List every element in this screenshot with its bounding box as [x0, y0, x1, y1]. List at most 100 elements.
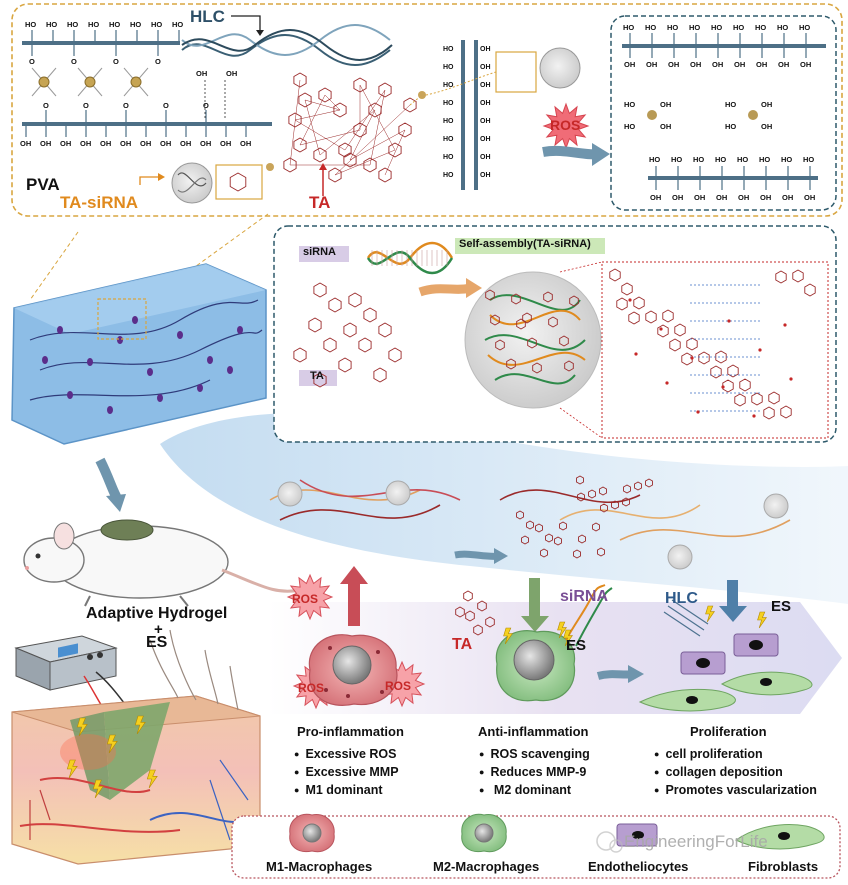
hydroxyl-label: HO: [781, 155, 792, 164]
fiber: [39, 329, 263, 371]
phenol-ring: [645, 310, 657, 324]
phenol-ring: [645, 478, 653, 488]
phenol-ring: [313, 147, 327, 163]
hydroxyl-label: OH: [782, 193, 793, 202]
hydroxyl-label: HO: [725, 122, 736, 131]
phenol-ring: [363, 157, 377, 173]
phenol-ring: [543, 291, 553, 303]
hydroxyl-label: OH: [480, 172, 491, 179]
phenol-ring: [576, 475, 584, 485]
phenol-ring: [768, 391, 780, 405]
oxygen-label: O: [43, 101, 49, 110]
phenol-ring: [674, 323, 686, 337]
hydroxyl-label: OH: [480, 100, 491, 107]
arrow-to-mouse: [95, 457, 123, 503]
hydroxyl-label: OH: [660, 122, 671, 131]
stage-title-anti-inflammation: Anti-inflammation: [478, 724, 589, 739]
phenol-ring: [293, 347, 307, 363]
sirna-helix-pathway: [565, 584, 613, 647]
hydroxyl-label: OH: [160, 139, 171, 148]
phenol-ring: [600, 503, 608, 513]
phenol-ring: [710, 365, 722, 379]
phenol-ring: [388, 142, 402, 158]
particle: [207, 356, 213, 364]
free-crosslinker-1: [647, 110, 657, 120]
phenol-ring: [623, 484, 631, 494]
hydroxyl-label: HO: [693, 155, 704, 164]
nanoparticle: [763, 493, 789, 519]
hydroxyl-label: HO: [624, 122, 635, 131]
phenol-ring: [511, 293, 521, 305]
fiber: [29, 379, 211, 401]
phenol-ring: [323, 337, 337, 353]
phenol-ring: [473, 624, 483, 636]
phenol-ring: [477, 600, 487, 612]
hydroxyl-label: HO: [623, 23, 634, 32]
hydroxyl-label: HO: [67, 20, 78, 29]
mouse-illustration: [23, 519, 301, 607]
hydroxyl-label: HO: [689, 23, 700, 32]
hydroxyl-label: OH: [480, 64, 491, 71]
sirna-helix: [366, 241, 454, 275]
hydroxyl-label: OH: [240, 139, 251, 148]
phenol-ring: [521, 535, 529, 545]
phenol-ring: [403, 97, 417, 113]
phenol-ring: [495, 339, 505, 351]
particle: [132, 316, 138, 324]
hlc-helix-pathway: [663, 599, 709, 637]
es-label-pathway-2: ES: [771, 598, 792, 615]
phenol-ring: [681, 352, 693, 366]
hydroxyl-label: OH: [480, 154, 491, 161]
phenol-ring: [569, 295, 579, 307]
phenol-ring: [288, 112, 302, 128]
oxygen-label: O: [123, 101, 129, 110]
flow-arrow-head: [494, 548, 508, 564]
stage-bullets-proliferation: cell proliferation collagen deposition P…: [654, 746, 816, 800]
phenol-ring: [559, 335, 569, 347]
phenol-ring: [804, 283, 816, 297]
sirna-label-pathway: siRNA: [560, 588, 609, 605]
assembly-arrow: [418, 283, 472, 297]
hydroxyl-label: OH: [60, 139, 71, 148]
phenol-ring: [577, 492, 585, 502]
hydroxyl-label: OH: [646, 60, 657, 69]
phenol-ring: [751, 392, 763, 406]
particle: [107, 406, 113, 414]
ta-tag-label: TA: [310, 370, 324, 382]
phenol-ring: [535, 523, 543, 533]
hydroxyl-label: HO: [151, 20, 162, 29]
hlc-label: HLC: [190, 7, 225, 26]
hydroxyl-label: HO: [715, 155, 726, 164]
phenol-ring: [780, 405, 792, 419]
ros-label-pathway-2: ROS: [298, 681, 325, 695]
phenol-ring: [313, 372, 327, 388]
hydroxyl-label: HO: [645, 23, 656, 32]
phenol-ring: [455, 606, 465, 618]
hydroxyl-label: OH: [650, 193, 661, 202]
granule: [346, 694, 350, 698]
legend-label-m2: M2-Macrophages: [433, 859, 540, 874]
watermark-icon: [596, 831, 623, 853]
hydroxyl-label: HO: [130, 20, 141, 29]
lightning-bolt: [76, 717, 88, 737]
hydroxyl-label: OH: [480, 82, 491, 89]
hydroxyl-label: HO: [737, 155, 748, 164]
legend-label-fibroblasts: Fibroblasts: [748, 859, 819, 874]
hydroxyl-label: OH: [756, 60, 767, 69]
bullet-item: Reduces MMP-9: [479, 764, 590, 782]
hydroxyl-label: OH: [480, 118, 491, 125]
bullet-item: Promotes vascularization: [654, 782, 816, 800]
ta-tag-bg: [299, 370, 337, 386]
phenol-ring: [622, 497, 630, 507]
phenol-ring: [559, 521, 567, 531]
self-assembly-tag-bg: [455, 238, 605, 254]
phenol-ring: [293, 72, 307, 88]
fiber: [29, 299, 259, 341]
phenol-ring: [686, 337, 698, 351]
phenol-ring: [298, 92, 312, 108]
phenol-ring: [333, 102, 347, 118]
phenol-ring: [308, 317, 322, 333]
helix-strand: [177, 172, 207, 187]
legend-frame: [231, 815, 841, 879]
hydroxyl-label: OH: [761, 122, 772, 131]
